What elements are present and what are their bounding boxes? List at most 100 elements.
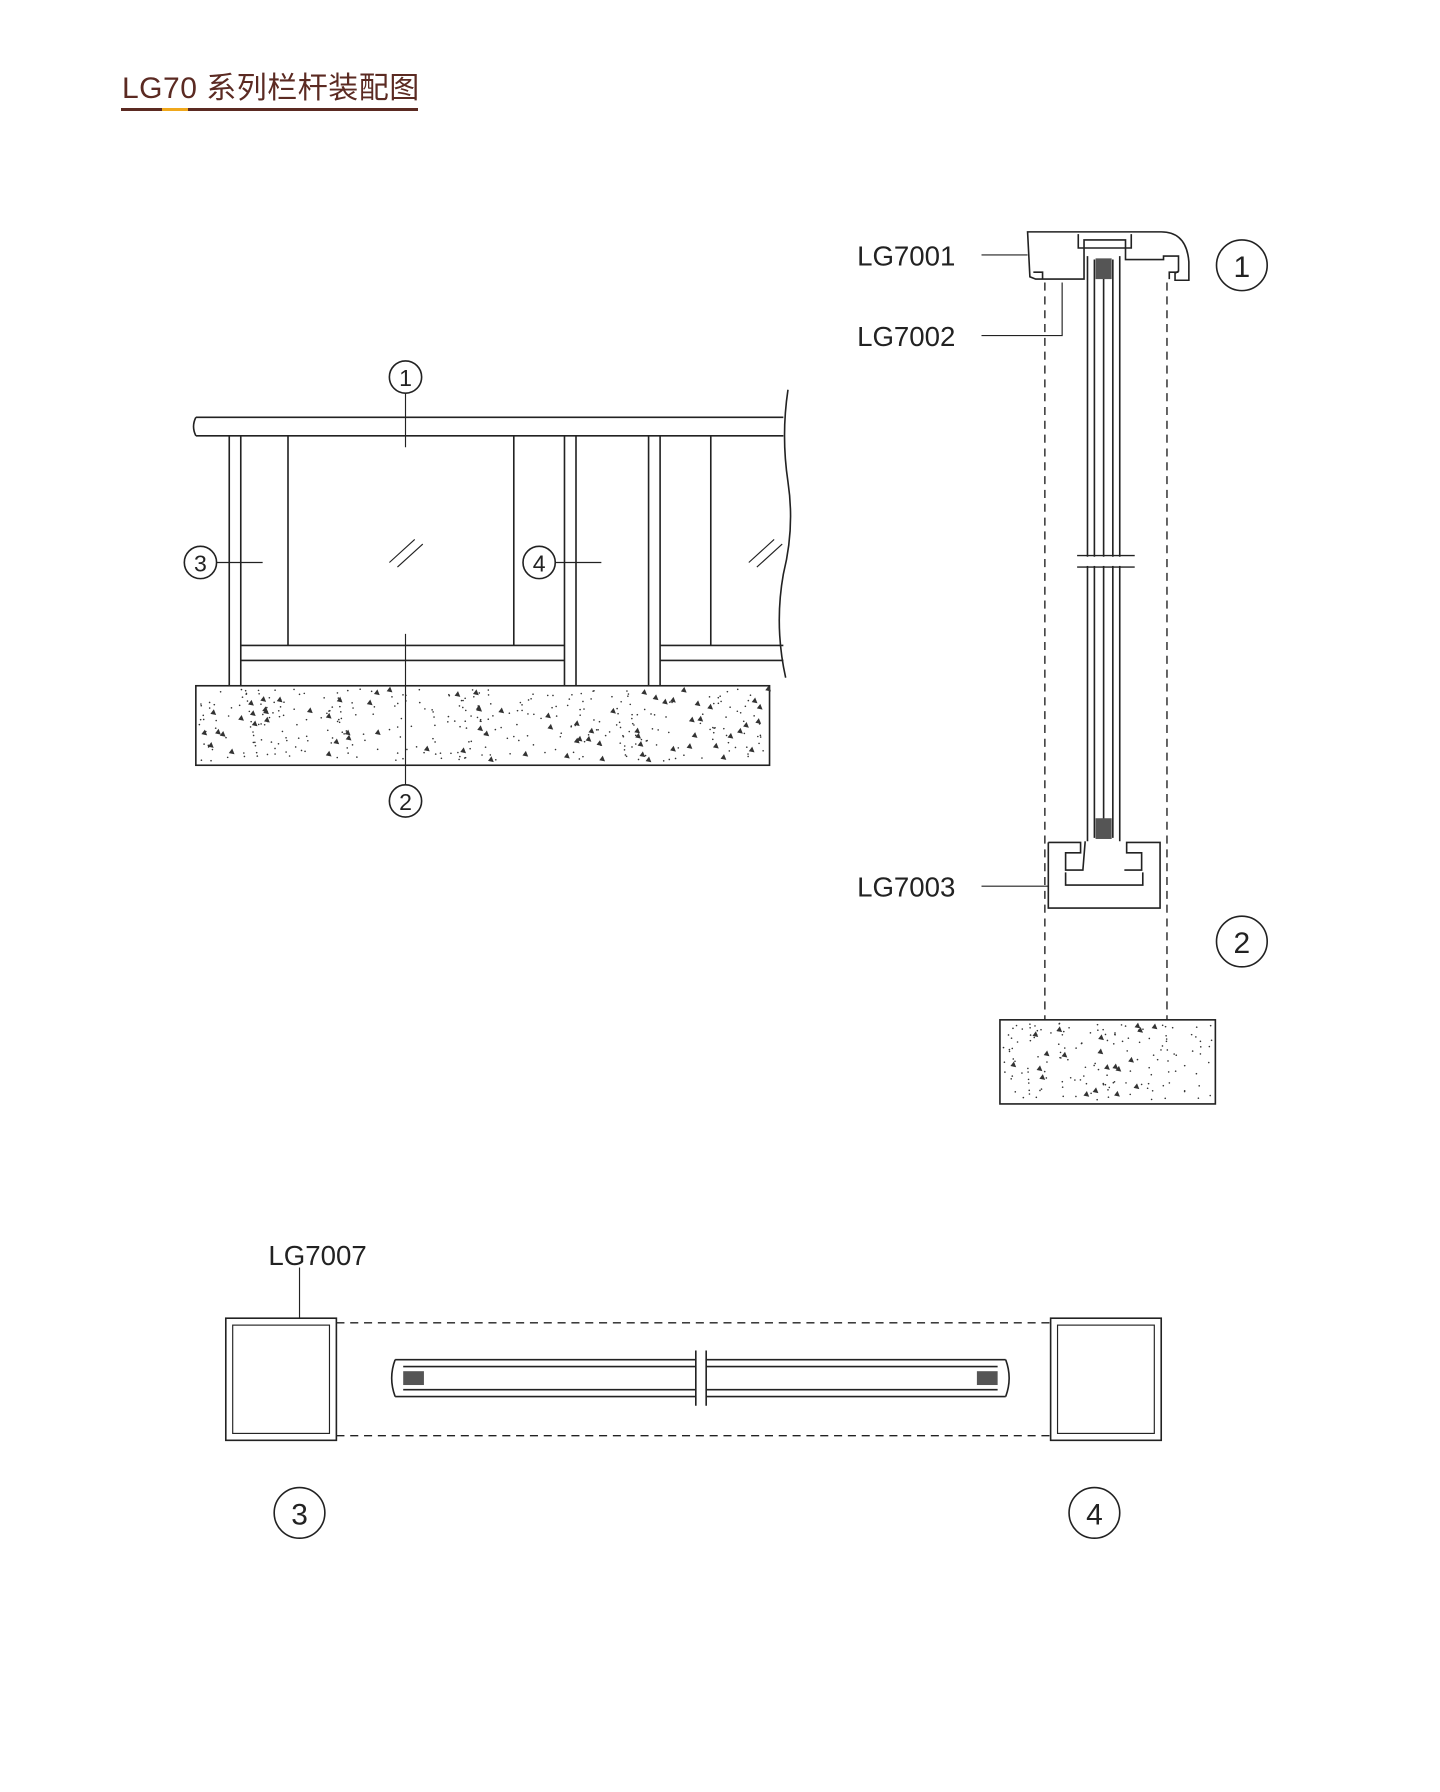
stipple-dot <box>1027 1067 1029 1070</box>
stipple-dot <box>1168 1082 1171 1084</box>
stipple-dot <box>207 744 210 747</box>
stipple-dot <box>448 693 450 696</box>
stipple-dot <box>645 740 648 742</box>
stipple-dot <box>1061 1080 1064 1083</box>
stipple-dot <box>1167 1071 1170 1073</box>
stipple-dot <box>266 706 268 709</box>
stipple-dot <box>1114 1090 1120 1097</box>
clip-details <box>1033 271 1179 280</box>
stipple-dot <box>396 752 399 754</box>
stipple-dot <box>418 701 421 704</box>
stipple-dot <box>364 739 366 742</box>
stipple-dot <box>634 727 641 734</box>
stipple-dot <box>737 727 743 734</box>
stipple-dot <box>391 696 393 698</box>
stipple-dot <box>1040 1088 1043 1090</box>
stipple-dot <box>668 758 671 761</box>
stipple-dot <box>1102 1028 1104 1031</box>
stipple-dot <box>1032 1031 1039 1038</box>
stipple-dot <box>662 698 668 705</box>
stipple-dot <box>328 710 330 712</box>
stipple-dot <box>1102 1082 1105 1085</box>
stipple-dot <box>256 755 259 757</box>
stipple-dot <box>394 705 396 707</box>
stipple-dot <box>356 756 358 758</box>
label-lg7001: LG7001 <box>857 240 955 271</box>
stipple-dot <box>555 715 558 717</box>
stipple-dot <box>293 708 295 711</box>
stipple-dot <box>1094 1062 1096 1065</box>
stipple-dot <box>492 715 494 717</box>
stipple-dot <box>683 754 685 757</box>
stipple-dot <box>751 697 758 704</box>
stipple-dot <box>1114 1032 1116 1034</box>
stipple-dot <box>406 748 408 751</box>
stipple-dot <box>680 686 687 693</box>
post-3 <box>228 435 242 686</box>
stipple-dot <box>298 693 301 696</box>
stipple-dot <box>1016 1041 1019 1043</box>
stipple-dot <box>1036 1065 1043 1072</box>
section-concrete-stipple <box>1002 1022 1213 1101</box>
handrail <box>192 416 784 437</box>
stipple-dot <box>396 726 399 728</box>
stipple-dot <box>487 694 490 696</box>
stipple-dot <box>340 699 342 701</box>
plan-callout-3-text: 3 <box>291 1498 308 1531</box>
stipple-dot <box>1027 1082 1030 1084</box>
stipple-dot <box>579 714 581 716</box>
stipple-dot <box>1161 1024 1164 1027</box>
stipple-dot <box>1021 1072 1023 1074</box>
stipple-dot <box>617 712 619 715</box>
stipple-dot <box>1147 1082 1150 1085</box>
stipple-dot <box>470 740 473 743</box>
stipple-dot <box>640 738 643 741</box>
stipple-dot <box>699 722 702 725</box>
stipple-dot <box>641 689 648 695</box>
stipple-dot <box>340 717 343 720</box>
stipple-dot <box>251 720 258 727</box>
stipple-dot <box>487 689 490 691</box>
stipple-dot <box>1096 1098 1098 1101</box>
stipple-dot <box>1057 1043 1060 1046</box>
stipple-dot <box>1028 1093 1031 1095</box>
stipple-dot <box>546 694 549 697</box>
stipple-dot <box>453 720 456 722</box>
stipple-dot <box>336 696 343 703</box>
stipple-dot <box>1174 1070 1177 1072</box>
stipple-dot <box>464 709 467 712</box>
stipple-dot <box>469 747 471 750</box>
stipple-dot <box>1183 1090 1186 1093</box>
stipple-dot <box>757 735 759 738</box>
stipple-dot <box>1195 1072 1198 1075</box>
stipple-dot <box>1043 1070 1046 1073</box>
stipple-dot <box>203 743 205 745</box>
stipple-dot <box>610 707 616 714</box>
stipple-dot <box>1199 1053 1202 1055</box>
stipple-dot <box>341 731 344 734</box>
stipple-dot <box>1014 1060 1016 1063</box>
label-lg7003: LG7003 <box>857 872 955 903</box>
stipple-dot <box>274 747 276 750</box>
stipple-dot <box>1040 1028 1042 1031</box>
stipple-dot <box>1036 1029 1039 1032</box>
stipple-dot <box>434 724 436 727</box>
stipple-dot <box>202 718 205 721</box>
stipple-dot <box>1107 1089 1109 1091</box>
stipple-dot <box>500 726 502 729</box>
stipple-dot <box>625 755 628 758</box>
stipple-dot <box>736 688 739 691</box>
stipple-dot <box>697 715 704 722</box>
stipple-dot <box>471 689 474 691</box>
stipple-dot <box>1160 1049 1162 1051</box>
stipple-dot <box>1199 1046 1202 1048</box>
stipple-dot <box>454 691 461 697</box>
stipple-dot <box>261 713 264 716</box>
stipple-dot <box>598 720 601 723</box>
stipple-dot <box>619 742 622 744</box>
stipple-dot <box>205 730 207 733</box>
stipple-dot <box>572 751 575 754</box>
stipple-dot <box>1150 1073 1153 1076</box>
stipple-dot <box>1108 1086 1111 1089</box>
stipple-dot <box>1046 1061 1048 1063</box>
